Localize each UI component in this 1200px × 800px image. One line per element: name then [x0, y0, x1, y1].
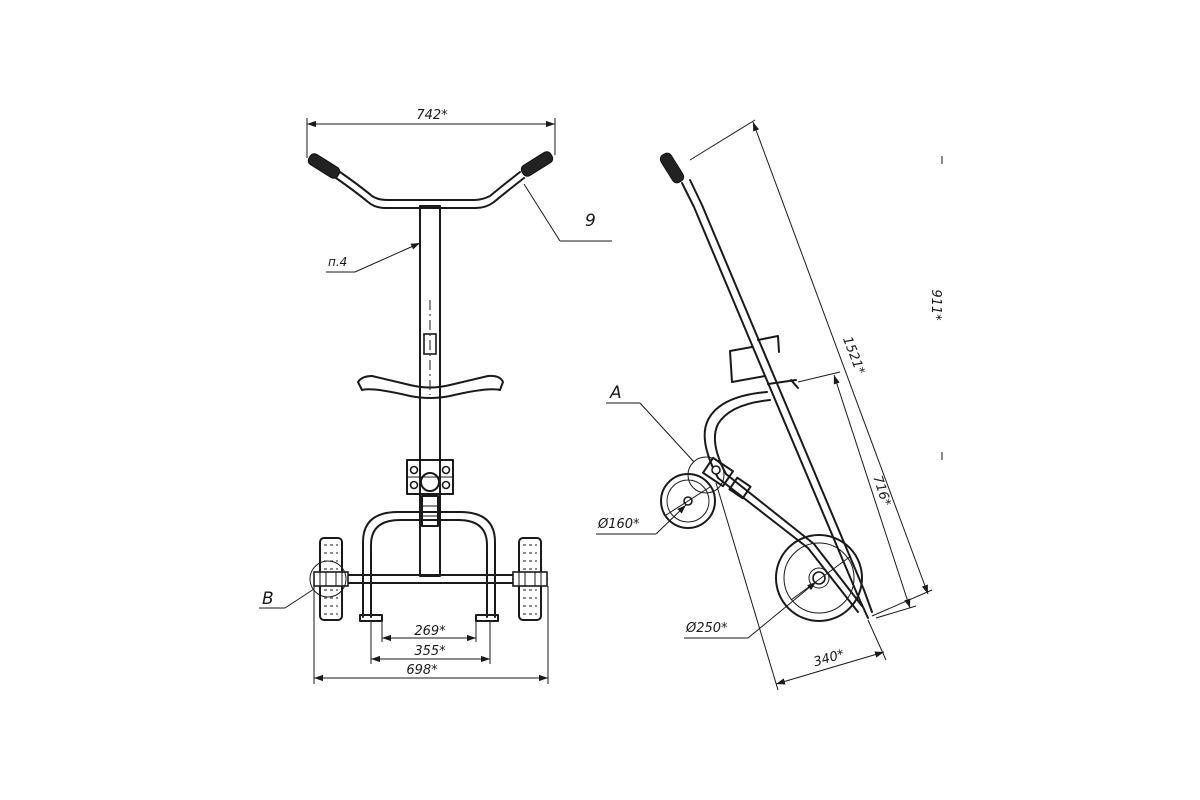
- side-grip-icon: [659, 152, 685, 184]
- left-grip-icon: [307, 153, 341, 179]
- dim-250: Ø250*: [684, 581, 817, 639]
- dim-160: Ø160*: [596, 504, 687, 535]
- front-view: B 9 п.4 742* 269* 355*: [259, 108, 612, 684]
- dim-269: 269*: [381, 621, 477, 642]
- clamp-mechanism: [406, 459, 454, 527]
- svg-text:911*: 911*: [928, 289, 943, 321]
- dim-911: 911*: [928, 156, 943, 460]
- svg-text:Ø250*: Ø250*: [685, 621, 728, 636]
- support-bar: [357, 374, 504, 399]
- side-bracket: [729, 335, 799, 389]
- svg-text:Ø160*: Ø160*: [597, 517, 640, 532]
- callout-9-label: 9: [585, 211, 596, 231]
- detail-b-circle: [309, 560, 347, 598]
- detail-b-label: B: [262, 589, 274, 609]
- svg-text:355*: 355*: [414, 644, 446, 659]
- detail-a-label: A: [609, 383, 622, 403]
- side-view: A Ø160* Ø250* 1521* 716*: [596, 119, 943, 691]
- main-tube: [659, 152, 873, 619]
- left-wheel-icon: [313, 537, 349, 621]
- right-wheel-icon: [512, 537, 548, 621]
- svg-text:340*: 340*: [812, 647, 847, 670]
- callout-note-label: п.4: [328, 255, 347, 269]
- side-mechanism: [702, 456, 752, 500]
- svg-text:742*: 742*: [416, 108, 448, 123]
- large-wheel-icon: [775, 534, 863, 622]
- dim-698: 698*: [313, 586, 549, 684]
- small-wheel-icon: [660, 473, 716, 529]
- handlebar: [307, 151, 554, 209]
- svg-text:1521*: 1521*: [839, 335, 867, 378]
- svg-text:698*: 698*: [406, 663, 438, 678]
- right-grip-icon: [520, 151, 554, 177]
- dim-355: 355*: [370, 621, 491, 664]
- svg-text:269*: 269*: [414, 624, 446, 639]
- detail-a-circle: [687, 456, 725, 494]
- side-frame: [703, 391, 863, 613]
- dim-742: 742*: [306, 108, 556, 158]
- u-frame: [359, 511, 499, 622]
- svg-text:716*: 716*: [869, 474, 893, 509]
